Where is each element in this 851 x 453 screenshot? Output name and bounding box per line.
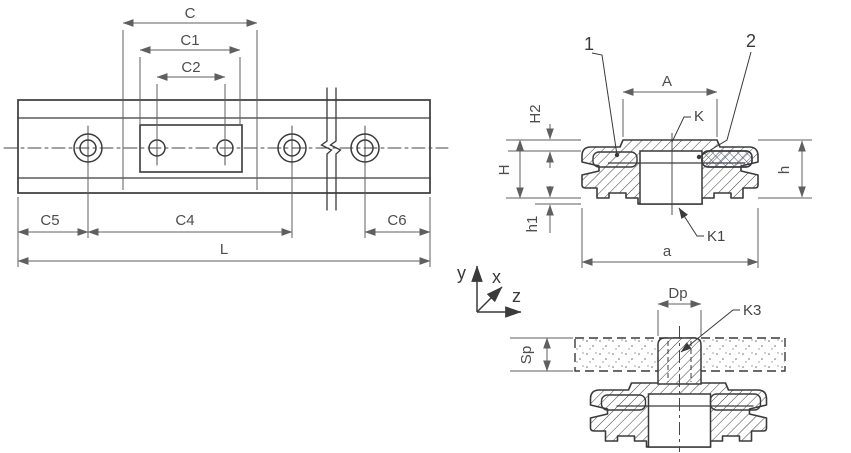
break-symbol — [320, 87, 342, 211]
axis-label-x: x — [492, 267, 501, 287]
callout-2-label: 2 — [746, 31, 756, 51]
axis-label-y: y — [457, 263, 466, 283]
counterbore-holes — [73, 125, 380, 171]
dim-label-h1: h1 — [524, 216, 541, 233]
dim-label-H2: H2 — [527, 104, 544, 123]
leader-K3 — [680, 309, 740, 353]
dim-label-Sp: Sp — [518, 346, 535, 364]
rail-top-view — [3, 87, 449, 211]
dim-label-Dp: Dp — [668, 285, 687, 302]
dim-label-C: C — [185, 5, 196, 22]
label-K: K — [694, 108, 704, 125]
dim-label-C2: C2 — [181, 59, 200, 76]
dim-label-C5: C5 — [40, 212, 59, 229]
dim-A — [622, 88, 718, 137]
leader-K1 — [678, 207, 704, 237]
dim-label-C4: C4 — [175, 212, 194, 229]
dim-label-C1: C1 — [180, 32, 199, 49]
axes-labels: y x z — [457, 263, 521, 306]
dim-label-A: A — [662, 73, 672, 90]
dim-label-h: h — [776, 166, 793, 174]
mounting-pocket — [139, 124, 243, 173]
label-K1: K1 — [707, 228, 725, 245]
mounting-reference-lines — [510, 337, 573, 372]
dim-Dp — [657, 300, 702, 336]
carriage-section — [581, 139, 759, 205]
dim-label-a: a — [663, 243, 672, 260]
dim-a — [581, 208, 759, 268]
dim-label-C6: C6 — [387, 212, 406, 229]
coordinate-axes — [471, 265, 522, 318]
axis-label-z: z — [512, 286, 521, 306]
carriage-section-mounted — [589, 382, 768, 448]
dim-label-H: H — [496, 165, 513, 176]
label-K3: K3 — [743, 302, 761, 319]
top-view-dim-labels: C C1 C2 C5 C4 C6 L — [40, 5, 406, 258]
leader-K — [671, 116, 691, 143]
callout-1-label: 1 — [584, 34, 594, 54]
dim-label-L: L — [220, 241, 228, 258]
x-axis-arrow — [476, 286, 503, 313]
top-view-dimensions — [17, 19, 431, 267]
seal-crosshatch — [701, 150, 753, 168]
callouts — [591, 51, 752, 160]
